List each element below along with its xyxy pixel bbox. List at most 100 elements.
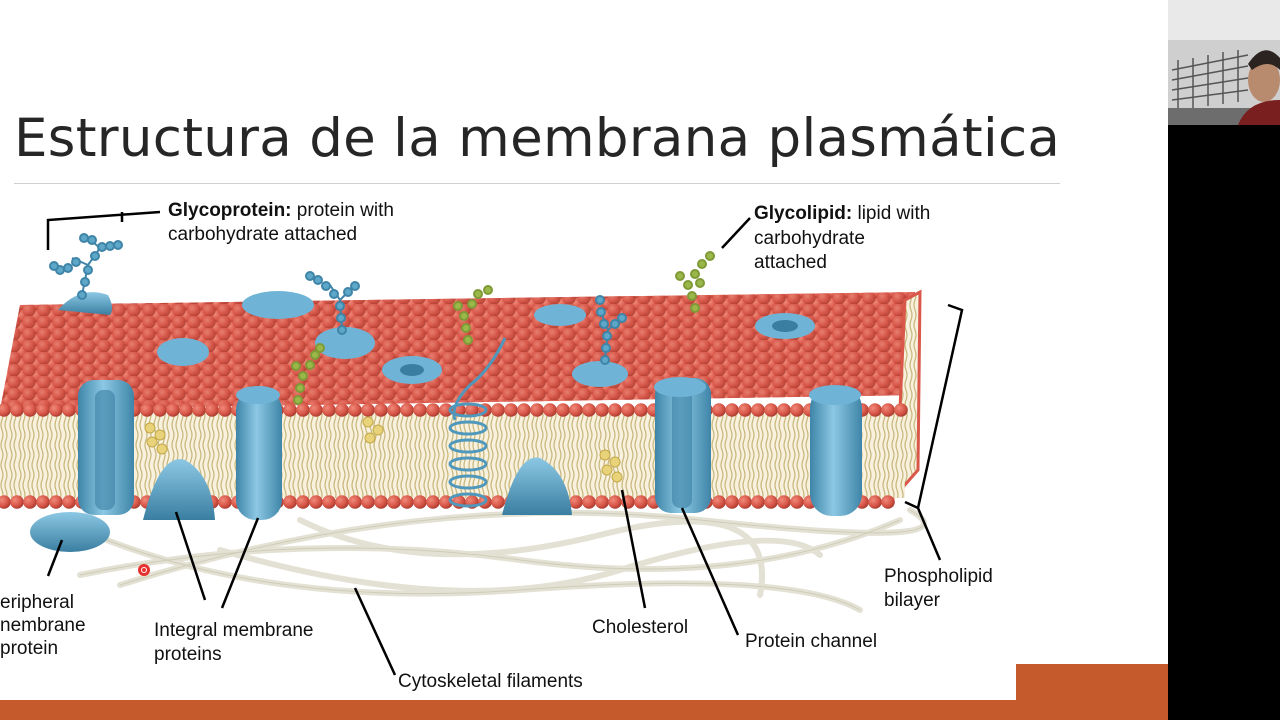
phospholipid-head [595,495,609,509]
phospholipid-head [621,403,635,417]
glycolipid-carbohydrates [291,251,715,405]
phospholipid-head [881,403,895,417]
phospholipid-head [192,403,206,417]
phospholipid-head [543,403,557,417]
phospholipid-head [205,403,219,417]
glycoprotein-label-line2: carbohydrate attached [168,224,357,245]
glycolipid-label-desc: lipid with [852,203,930,224]
phospholipid-head [595,403,609,417]
phospholipid-head [712,403,726,417]
phospholipid-head [140,403,154,417]
slide-footer-bar [0,700,1168,720]
phospholipid-head [790,403,804,417]
phospholipid-head [751,495,765,509]
surface-proteins [58,291,861,405]
peripheral-label-line3: protein [0,638,58,659]
phospholipid-head [413,403,427,417]
channel-protein-left [78,380,134,515]
phospholipid-head [10,495,24,509]
phospholipid-head [738,403,752,417]
phospholipid-head [868,403,882,417]
phospholipid-head [712,495,726,509]
phospholipid-label-line2: bilayer [884,590,941,611]
peripheral-protein [30,512,110,552]
phospholipid-head [322,495,336,509]
helical-transmembrane-protein [448,337,507,508]
phospholipid-head [634,403,648,417]
phospholipid-head [309,495,323,509]
title-divider [14,183,1060,184]
slide-title: Estructura de la membrana plasmática [14,108,1061,169]
phospholipid-head [517,403,531,417]
phospholipid-head [725,495,739,509]
slide: Estructura de la membrana plasmática [0,108,1168,720]
phospholipid-head [751,403,765,417]
phospholipid-head [764,495,778,509]
phospholipid-head [49,403,63,417]
phospholipid-head [153,403,167,417]
glycolipid-label-term: Glycolipid: [754,203,852,224]
phospholipid-head [309,403,323,417]
phospholipid-head [439,403,453,417]
phospholipid-head [725,403,739,417]
accent-block [1016,664,1168,700]
phospholipid-head [374,403,388,417]
phospholipid-head [491,403,505,417]
phospholipid-head [465,403,479,417]
integral-protein-far-right [810,386,862,516]
phospholipid-head [179,403,193,417]
peripheral-label-line2: nembrane [0,615,86,636]
integral-label-line1: Integral membrane [154,620,313,641]
glycolipid-label-line2: carbohydrate [754,228,865,249]
phospholipid-head [387,495,401,509]
cholesterol-label: Cholesterol [592,617,688,638]
phospholipid-head [582,495,596,509]
phospholipid-head [374,495,388,509]
protein-channel-label: Protein channel [745,631,877,652]
integral-protein-lower-left [143,459,215,520]
phospholipid-head [49,495,63,509]
phospholipid-head [62,495,76,509]
phospholipid-head [0,403,11,417]
phospholipid-head [491,495,505,509]
phospholipid-head [556,403,570,417]
phospholipid-head [400,403,414,417]
phospholipid-head [283,403,297,417]
phospholipid-head [218,495,232,509]
leader-lines [46,210,964,676]
phospholipid-head [348,403,362,417]
svg-text:Glycoprotein: protein with: Glycoprotein: protein with [168,200,394,221]
integral-label-line2: proteins [154,644,222,665]
glycoprotein-carbohydrates [49,233,627,365]
phospholipid-head [296,403,310,417]
phospholipid-head [569,403,583,417]
phospholipid-head [218,403,232,417]
phospholipid-head [738,495,752,509]
phospholipid-head [400,495,414,509]
phospholipid-head [10,403,24,417]
phospholipid-head [608,495,622,509]
side-panel [1168,0,1280,720]
phospholipid-head [296,495,310,509]
channel-protein-right [655,378,711,513]
phospholipid-head [582,403,596,417]
phospholipid-heads-lower [0,495,895,509]
phospholipid-head [504,403,518,417]
phospholipid-head [608,403,622,417]
cholesterol-molecules [144,416,623,483]
phospholipid-head [0,495,11,509]
phospholipid-head [790,495,804,509]
phospholipid-head [387,403,401,417]
phospholipid-head [283,495,297,509]
phospholipid-head [569,495,583,509]
phospholipid-head [361,495,375,509]
peripheral-label-line1: eripheral [0,592,74,613]
svg-text:Glycolipid: lipid with: Glycolipid: lipid with [754,203,930,224]
phospholipid-head [23,403,37,417]
cytoskeletal-label: Cytoskeletal filaments [398,671,583,692]
glycolipid-label-line3: attached [754,252,827,273]
laser-pointer-dot-icon [138,564,150,576]
phospholipid-head [413,495,427,509]
phospholipid-head [361,403,375,417]
phospholipid-label-line1: Phospholipid [884,566,993,587]
